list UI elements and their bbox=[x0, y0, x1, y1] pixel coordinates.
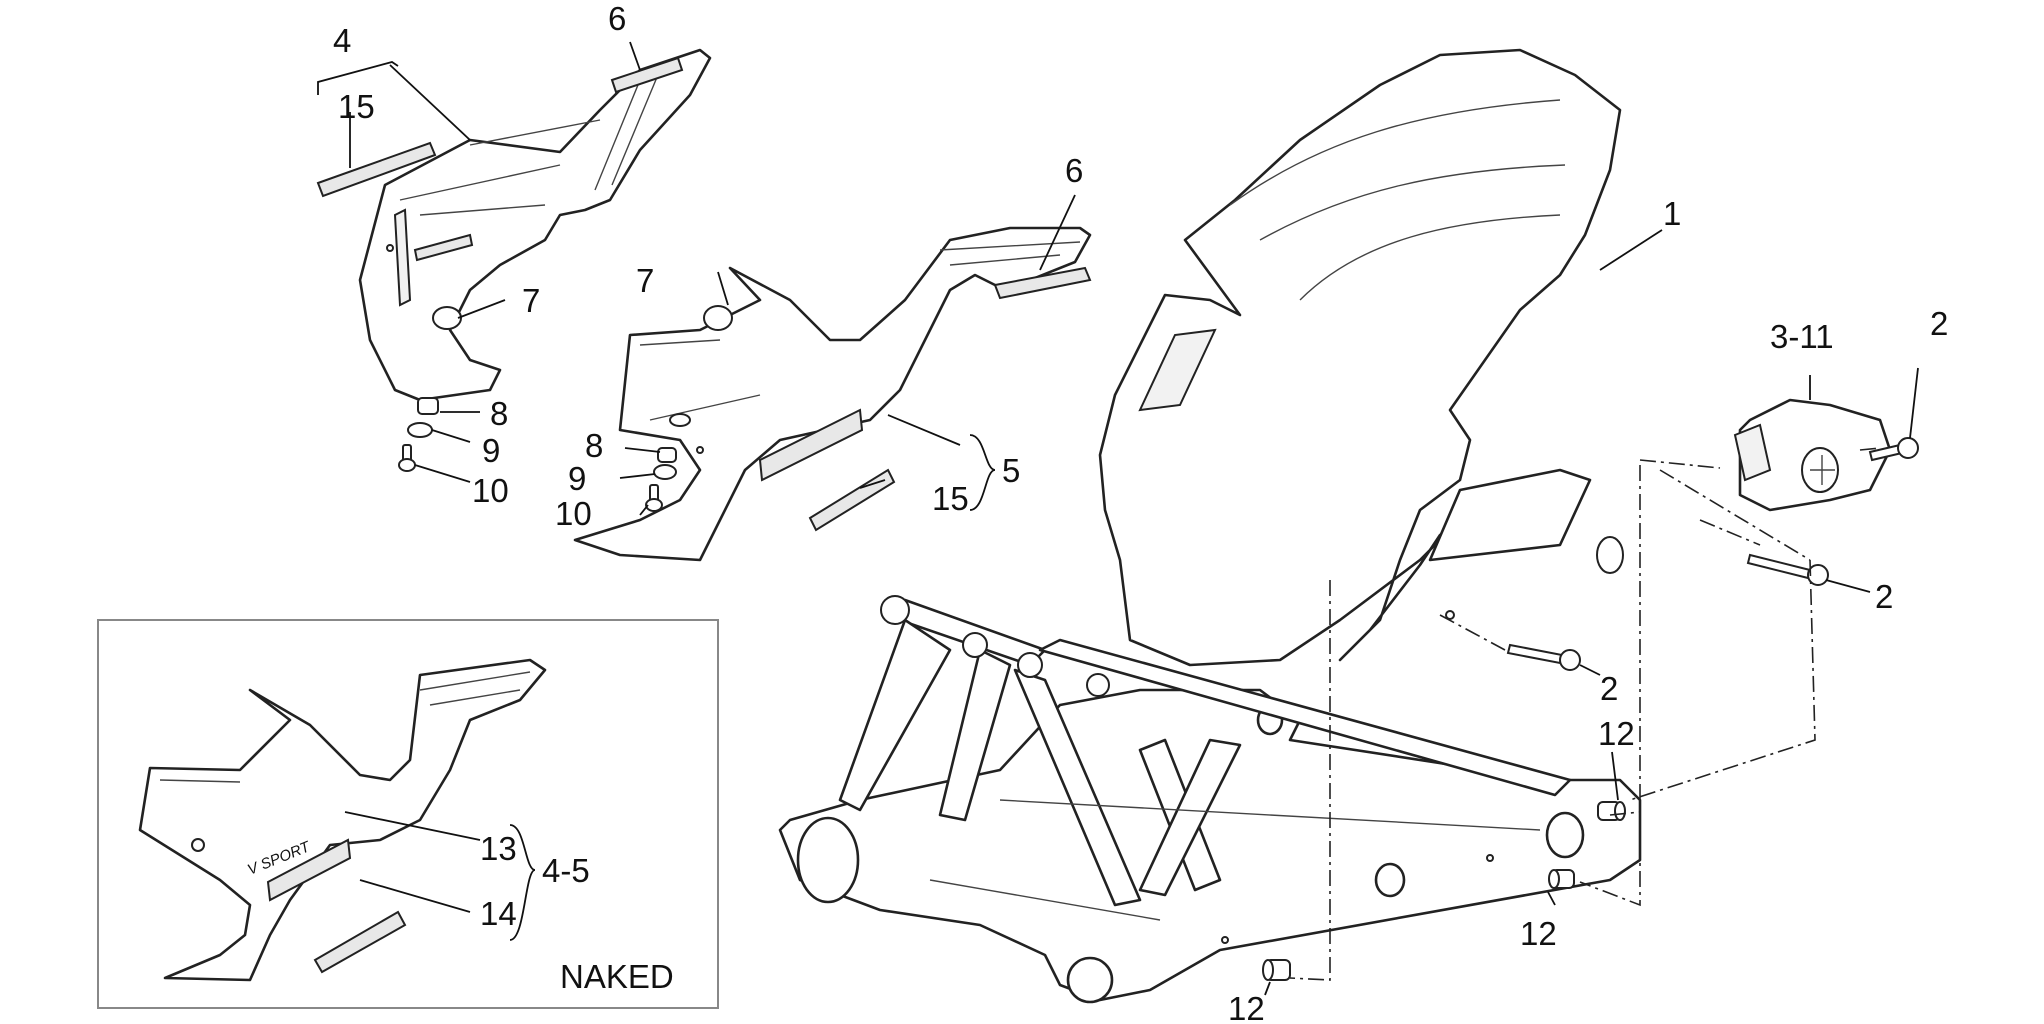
rear-mudguard bbox=[1098, 48, 1624, 667]
reflector-strip-15-mid bbox=[808, 468, 896, 532]
bush-12-mid bbox=[1548, 869, 1575, 889]
bolt-2-top-right bbox=[1868, 437, 1919, 462]
callout-3-11: 3-11 bbox=[1770, 318, 1834, 355]
right-cover-reflector-slot bbox=[758, 408, 864, 482]
assembly-lines bbox=[1289, 447, 1881, 981]
callout-8-left: 8 bbox=[490, 395, 508, 432]
swingarm-pivot-front bbox=[1066, 956, 1114, 1004]
callout-13: 13 bbox=[480, 830, 517, 867]
callout-5: 5 bbox=[1002, 452, 1020, 489]
callout-2-mid-right: 2 bbox=[1875, 578, 1893, 615]
callout-4-5: 4-5 bbox=[542, 852, 590, 889]
rubber-strip-6-mid bbox=[993, 266, 1092, 300]
callout-7-mid: 7 bbox=[636, 262, 654, 299]
callout-14: 14 bbox=[480, 895, 517, 932]
callout-6-mid: 6 bbox=[1065, 152, 1083, 189]
left-hardware-stack bbox=[398, 397, 439, 472]
swingarm-axle-hole bbox=[1545, 811, 1585, 859]
naked-reflector-strip-14 bbox=[313, 910, 407, 974]
callout-8-mid: 8 bbox=[585, 427, 603, 464]
bush-12-bottom bbox=[1262, 959, 1291, 981]
callout-2-lower: 2 bbox=[1600, 670, 1618, 707]
naked-cover: V SPORT bbox=[138, 658, 547, 982]
callout-12-mid: 12 bbox=[1520, 915, 1557, 952]
callout-6-top: 6 bbox=[608, 0, 626, 37]
reflector-strip-15-top bbox=[316, 141, 437, 198]
callout-7-left: 7 bbox=[522, 282, 540, 319]
brace-4-5 bbox=[509, 824, 536, 941]
callout-labels: 4 6 15 7 8 9 10 6 7 8 9 10 15 5 1 3-11 2… bbox=[333, 0, 1948, 1024]
right-cover-grommet bbox=[703, 305, 733, 331]
callout-9-left: 9 bbox=[482, 432, 500, 469]
callout-12-bottom: 12 bbox=[1228, 990, 1265, 1024]
bolt-2-mid-right bbox=[1746, 553, 1829, 586]
callout-10-left: 10 bbox=[472, 472, 509, 509]
callout-9-mid: 9 bbox=[568, 460, 586, 497]
callout-10-mid: 10 bbox=[555, 495, 592, 532]
mid-hardware-stack bbox=[645, 413, 691, 512]
leader-lines bbox=[317, 41, 1919, 996]
swingarm-pivot-left bbox=[796, 816, 860, 904]
callout-15-mid: 15 bbox=[932, 480, 969, 517]
rubber-strip-6-top bbox=[610, 56, 684, 94]
bolt-2-lower bbox=[1506, 643, 1581, 671]
chain-guard-bracket bbox=[1733, 398, 1892, 512]
left-cover-grommet bbox=[432, 306, 462, 330]
brace-5 bbox=[969, 434, 996, 511]
mudguard-window bbox=[1428, 468, 1592, 562]
naked-cover-reflector-slot bbox=[266, 838, 352, 902]
swingarm-frame bbox=[778, 595, 1642, 1004]
callout-4-top: 4 bbox=[333, 22, 351, 59]
right-side-cover bbox=[573, 226, 1092, 562]
callout-1: 1 bbox=[1663, 195, 1681, 232]
left-cover-reflector-slot bbox=[413, 233, 474, 262]
naked-variant-inset bbox=[97, 619, 719, 1009]
callout-12-right: 12 bbox=[1598, 715, 1635, 752]
callout-15-top: 15 bbox=[338, 88, 375, 125]
inset-caption: NAKED bbox=[560, 958, 674, 995]
callout-2-top-right: 2 bbox=[1930, 305, 1948, 342]
bush-12-right bbox=[1597, 801, 1626, 821]
